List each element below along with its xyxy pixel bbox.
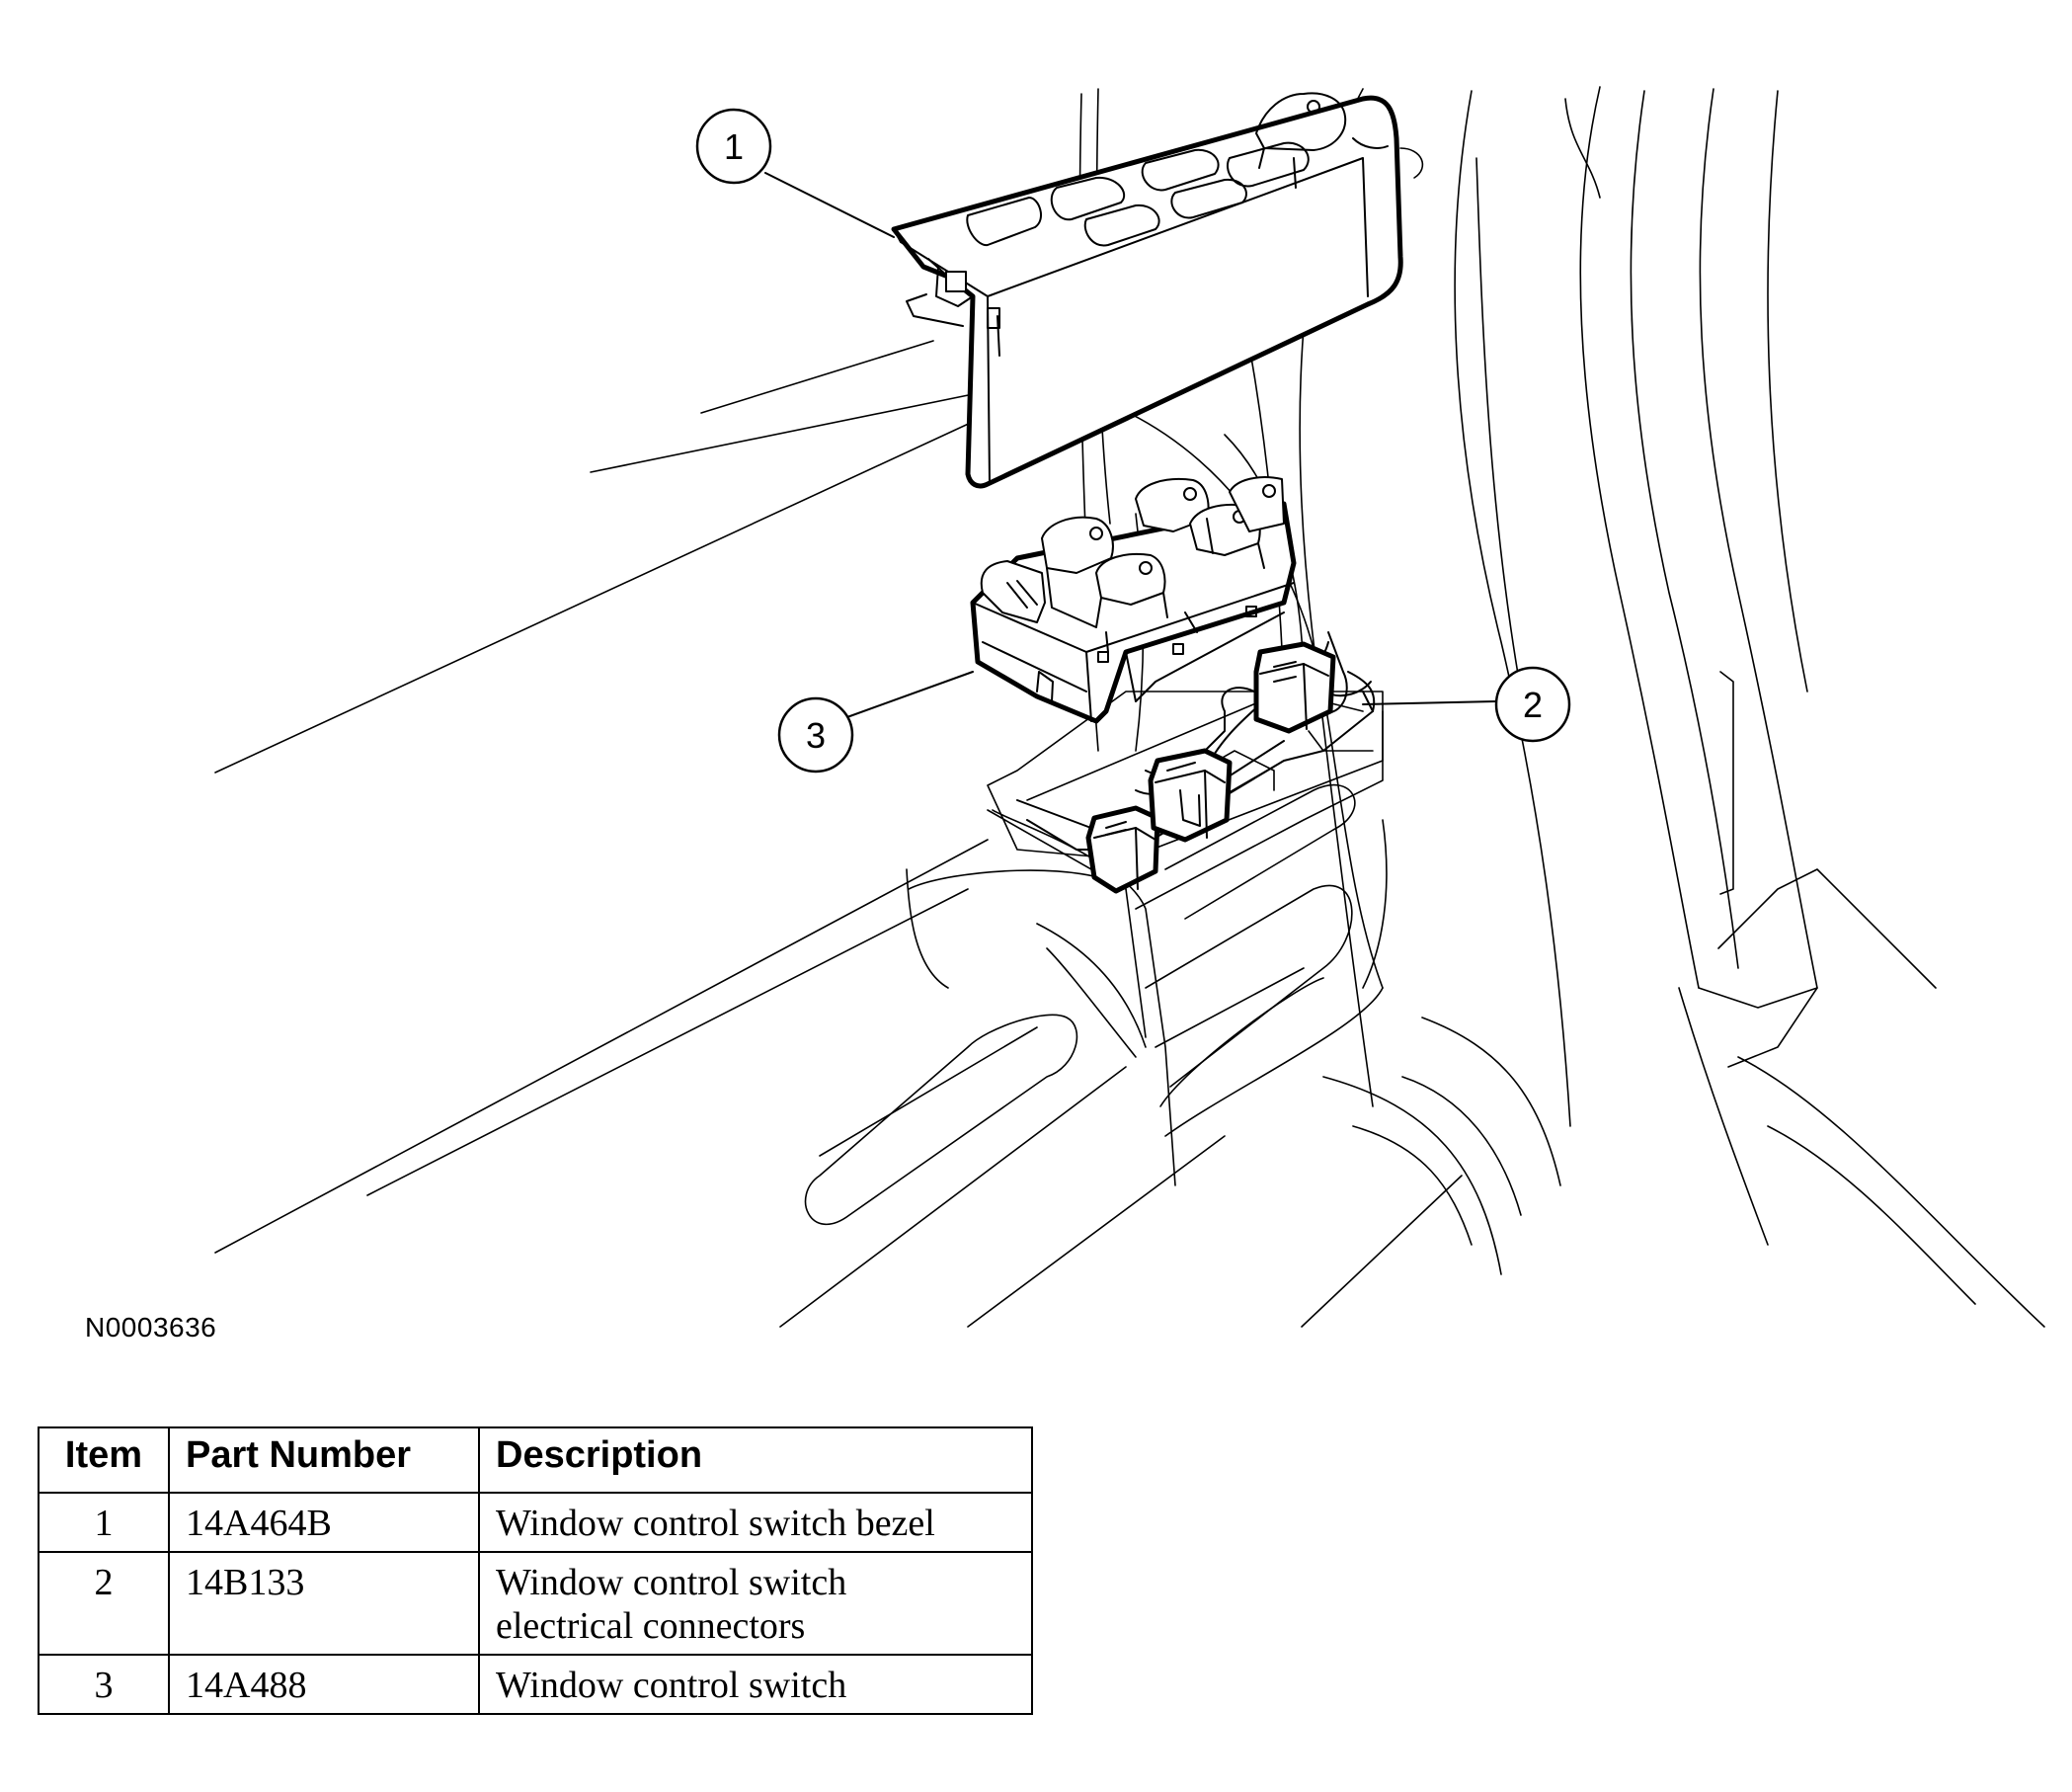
header-description: Description: [478, 1426, 1033, 1494]
cell-part-number: 14A488: [168, 1654, 480, 1715]
cell-part-number: 14A464B: [168, 1492, 480, 1553]
cell-description: Window control switch bezel: [478, 1492, 1033, 1553]
header-item: Item: [38, 1426, 170, 1494]
table-row: 2 14B133 Window control switch electrica…: [38, 1551, 1033, 1656]
callout-1-label: 1: [724, 126, 744, 167]
callout-3-label: 3: [806, 715, 826, 756]
door-trim-lines: [214, 340, 1463, 1328]
figure-reference-code: N0003636: [85, 1312, 217, 1343]
description-line: Window control switch: [496, 1665, 847, 1706]
cell-item: 2: [38, 1551, 170, 1656]
callout-2: 2: [1494, 666, 1571, 743]
cell-part-number: 14B133: [168, 1551, 480, 1656]
cell-item: 1: [38, 1492, 170, 1553]
callout-1: 1: [695, 108, 772, 185]
cell-description: Window control switch electrical connect…: [478, 1551, 1033, 1656]
electrical-connectors: [1016, 631, 1376, 894]
callout-2-label: 2: [1523, 685, 1543, 725]
parts-table: Item Part Number Description 1 14A464B W…: [38, 1426, 1033, 1715]
door-panel-illustration: 1 2 3: [214, 86, 2045, 1328]
callout-3: 3: [777, 696, 854, 774]
description-line: Window control switch: [496, 1562, 847, 1603]
switch-bezel: [891, 92, 1424, 489]
cell-description: Window control switch: [478, 1654, 1033, 1715]
table-row: 1 14A464B Window control switch bezel: [38, 1492, 1033, 1553]
description-line: electrical connectors: [496, 1605, 806, 1647]
description-line: Window control switch bezel: [496, 1503, 935, 1544]
header-part-number: Part Number: [168, 1426, 480, 1494]
cell-item: 3: [38, 1654, 170, 1715]
window-switch: [970, 476, 1297, 724]
table-row: 3 14A488 Window control switch: [38, 1654, 1033, 1715]
table-header-row: Item Part Number Description: [38, 1426, 1033, 1494]
callout-leaders: [764, 172, 1497, 719]
